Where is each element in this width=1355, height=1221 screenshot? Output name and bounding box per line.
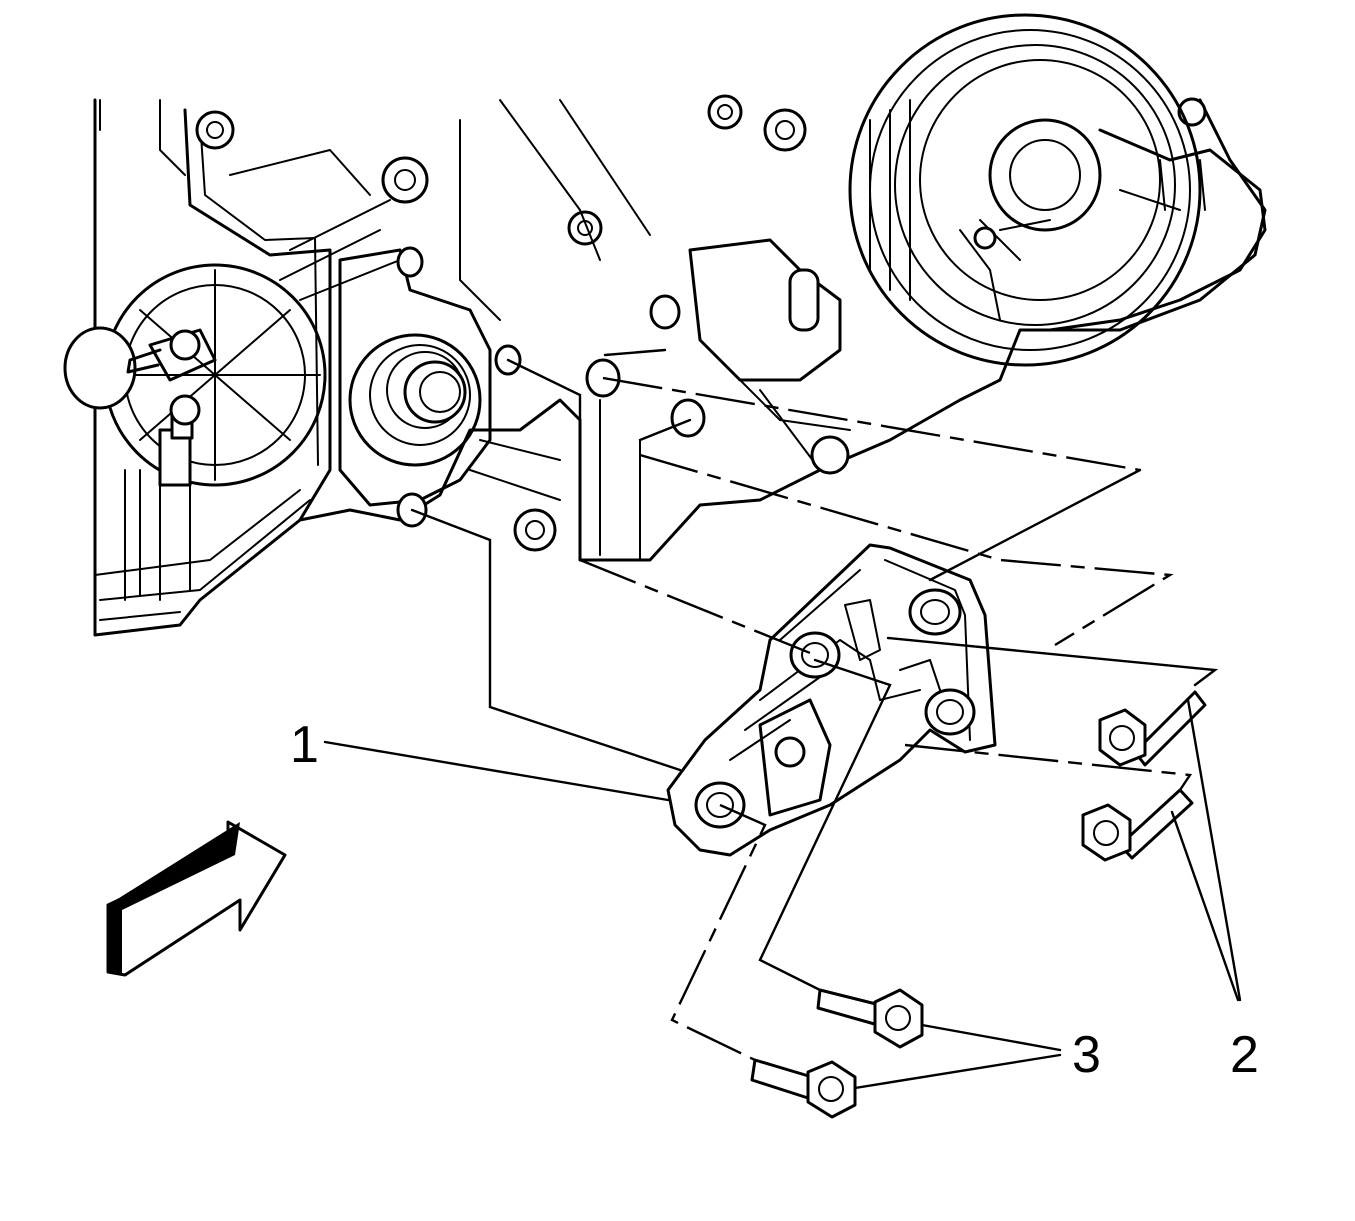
engine-assembly xyxy=(63,13,1267,637)
bolt-set-2 xyxy=(1081,690,1207,862)
callout-leaders xyxy=(323,698,1242,1090)
callout-1: 1 xyxy=(290,716,319,774)
bolt-3-upper xyxy=(816,988,924,1049)
alignment-lines xyxy=(410,348,1219,1062)
bolt-set-3 xyxy=(750,988,924,1119)
bolt-3-lower xyxy=(750,1058,857,1119)
bolt-2-lower xyxy=(1081,788,1194,862)
callout-3: 3 xyxy=(1072,1026,1101,1084)
callout-2: 2 xyxy=(1230,1026,1259,1084)
view-direction-arrow-icon xyxy=(106,820,287,977)
mount-bracket xyxy=(666,543,997,857)
bolt-2-upper xyxy=(1098,690,1207,767)
